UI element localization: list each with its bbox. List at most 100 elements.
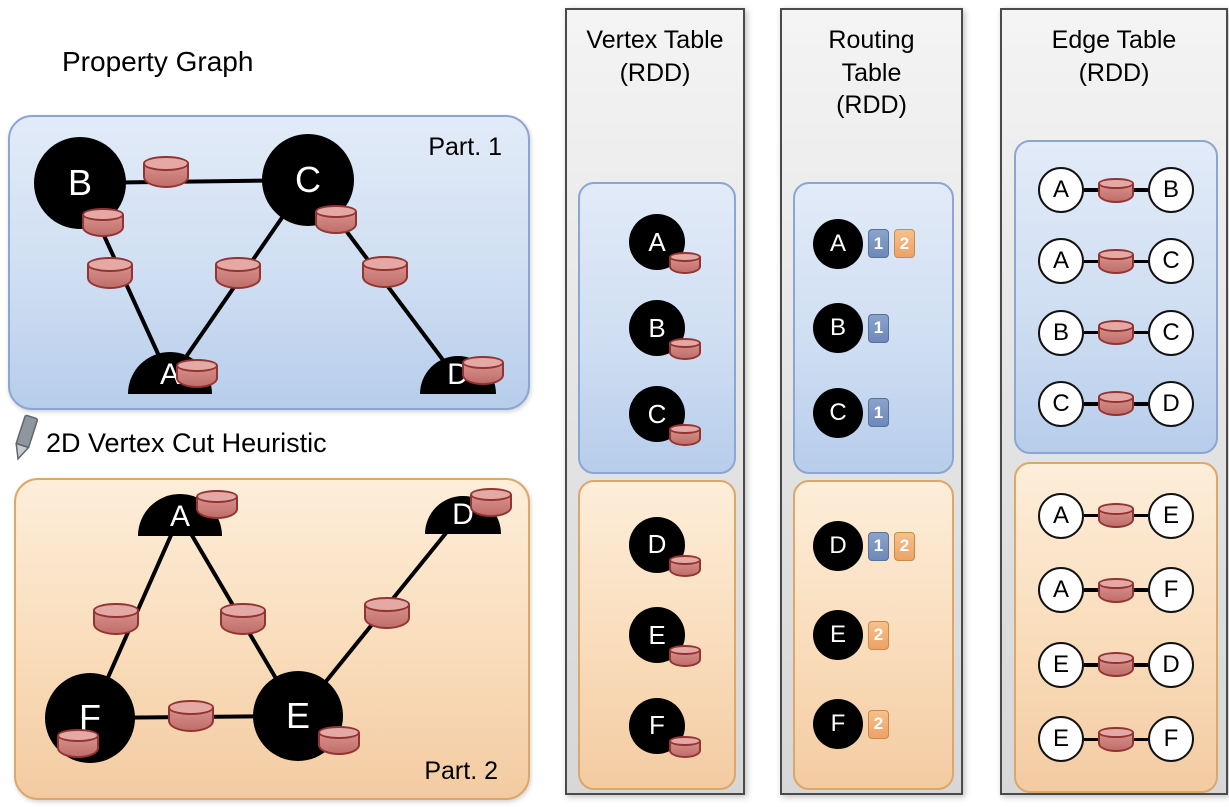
edge-line — [1084, 330, 1098, 335]
vertex-circle: D — [813, 521, 863, 571]
edge-line — [1134, 330, 1148, 335]
vertex-property-cylinder-icon — [82, 208, 124, 237]
vertex-table-entry: A — [629, 214, 701, 274]
edge-target-vertex: C — [1148, 238, 1194, 285]
edge-line — [1084, 663, 1098, 667]
edge-line — [1134, 402, 1148, 406]
vertex-table-title-line2: (RDD) — [619, 58, 691, 87]
routing-table-entry: F 2 — [795, 699, 952, 749]
vertex-property-cylinder-icon — [470, 488, 512, 517]
vertex-property-cylinder-icon — [669, 735, 701, 758]
edge-table-entry: E D — [1038, 641, 1194, 688]
edge-table-title: Edge Table (RDD) — [1002, 10, 1226, 89]
edge-property-cylinder-icon — [143, 156, 189, 188]
partition-badge: 2 — [868, 620, 889, 650]
vertex-cut-heuristic-label: 2D Vertex Cut Heuristic — [46, 428, 327, 458]
edge-table-partition-1: A B A C B C C — [1014, 140, 1218, 454]
edge-line — [1134, 737, 1148, 742]
edge-property-cylinder-icon — [87, 257, 133, 289]
edge-source-vertex: A — [1038, 238, 1084, 285]
vertex-circle: E — [813, 610, 863, 660]
edge-line — [1134, 588, 1148, 592]
routing-table-title: Routing Table (RDD) — [782, 10, 961, 122]
edge-property-cylinder-icon — [220, 603, 266, 635]
edge-property-cylinder-icon — [362, 256, 408, 288]
edge-line — [1084, 588, 1098, 592]
vertex-circle: C — [813, 387, 863, 438]
edge-property-cylinder-icon — [1098, 248, 1134, 274]
edge-source-vertex: E — [1038, 716, 1084, 763]
vertex-table-title-line1: Vertex Table — [586, 26, 724, 54]
edge-line — [1084, 513, 1098, 518]
routing-table-partition-2: D 1 2 E 2 F 2 — [793, 480, 954, 790]
edge-source-vertex: C — [1038, 380, 1084, 427]
routing-table-partition-1: A 1 2 B 1 C 1 — [793, 182, 954, 474]
edge-property-cylinder-icon — [215, 257, 261, 289]
edge-table-column: Edge Table (RDD) A B A C B — [1000, 8, 1228, 795]
edge-table-entry: A B — [1038, 167, 1194, 214]
partition-badge: 1 — [868, 313, 889, 343]
vertex-table-column: Vertex Table (RDD) A B C D E — [565, 8, 745, 795]
edge-target-vertex: F — [1148, 567, 1194, 614]
vertex-circle: F — [813, 699, 863, 749]
vertex-table-entry: C — [629, 386, 701, 446]
edge-target-vertex: C — [1148, 309, 1194, 356]
edge-property-cylinder-icon — [1098, 577, 1134, 603]
edge-line — [1134, 188, 1148, 192]
partition-1-label: Part. 1 — [428, 133, 502, 161]
edge-property-cylinder-icon — [1098, 503, 1134, 529]
partition-badge: 2 — [894, 531, 915, 561]
edge-property-cylinder-icon — [1098, 726, 1134, 752]
edge-property-cylinder-icon — [364, 597, 410, 629]
routing-table-entry: A 1 2 — [795, 218, 952, 269]
partition-badge: 1 — [868, 531, 889, 561]
edge-target-vertex: F — [1148, 716, 1194, 763]
edge-target-vertex: D — [1148, 380, 1194, 427]
edge-line — [1134, 513, 1148, 518]
routing-table-entry: B 1 — [795, 303, 952, 353]
partition-badge: 2 — [868, 709, 889, 739]
edge-line — [1134, 259, 1148, 264]
edge-line — [1084, 402, 1098, 406]
edge-table-title-line1: Edge Table — [1051, 26, 1177, 54]
vertex-table-entry: E — [629, 607, 701, 667]
edge-property-cylinder-icon — [1098, 652, 1134, 678]
edge-source-vertex: A — [1038, 167, 1084, 214]
vertex-property-cylinder-icon — [318, 726, 360, 755]
vertex-property-cylinder-icon — [315, 205, 357, 234]
vertex-property-cylinder-icon — [669, 424, 701, 446]
edge-target-vertex: B — [1148, 167, 1194, 214]
vertex-property-cylinder-icon — [57, 729, 99, 758]
routing-table-title-line3: (RDD) — [836, 91, 907, 119]
edge-source-vertex: A — [1038, 567, 1084, 614]
edge-line — [1084, 188, 1098, 192]
property-graph-title: Property Graph — [62, 46, 254, 77]
edge-table-entry: B C — [1038, 309, 1194, 356]
vertex-property-cylinder-icon — [669, 338, 701, 360]
vertex-table-partition-1: A B C — [578, 182, 736, 474]
vertex-property-cylinder-icon — [462, 356, 504, 385]
vertex-circle: B — [813, 303, 863, 353]
edge-source-vertex: E — [1038, 641, 1084, 688]
edge-source-vertex: A — [1038, 492, 1084, 539]
partition-badge: 1 — [868, 398, 889, 427]
vertex-property-cylinder-icon — [176, 359, 218, 388]
vertex-circle: E — [629, 607, 685, 663]
edge-table-entry: C D — [1038, 380, 1194, 427]
edge-line — [1084, 737, 1098, 742]
pencil-arrow-icon — [15, 414, 39, 461]
edge-table-title-line2: (RDD) — [1078, 58, 1150, 87]
edge-source-vertex: B — [1038, 309, 1084, 356]
vertex-property-cylinder-icon — [196, 490, 238, 519]
partition-2-label: Part. 2 — [424, 757, 498, 785]
routing-table-entry: D 1 2 — [795, 521, 952, 571]
edge-table-partition-2: A E A F E D E — [1014, 462, 1218, 793]
vertex-table-entry: F — [629, 697, 701, 758]
edge-property-cylinder-icon — [1098, 320, 1134, 346]
vertex-table-title: Vertex Table (RDD) — [567, 10, 743, 89]
routing-table-entry: C 1 — [795, 387, 952, 438]
vertex-table-entry: D — [629, 516, 701, 577]
routing-table-title-line2: Table — [841, 58, 902, 87]
vertex-property-cylinder-icon — [669, 252, 701, 274]
